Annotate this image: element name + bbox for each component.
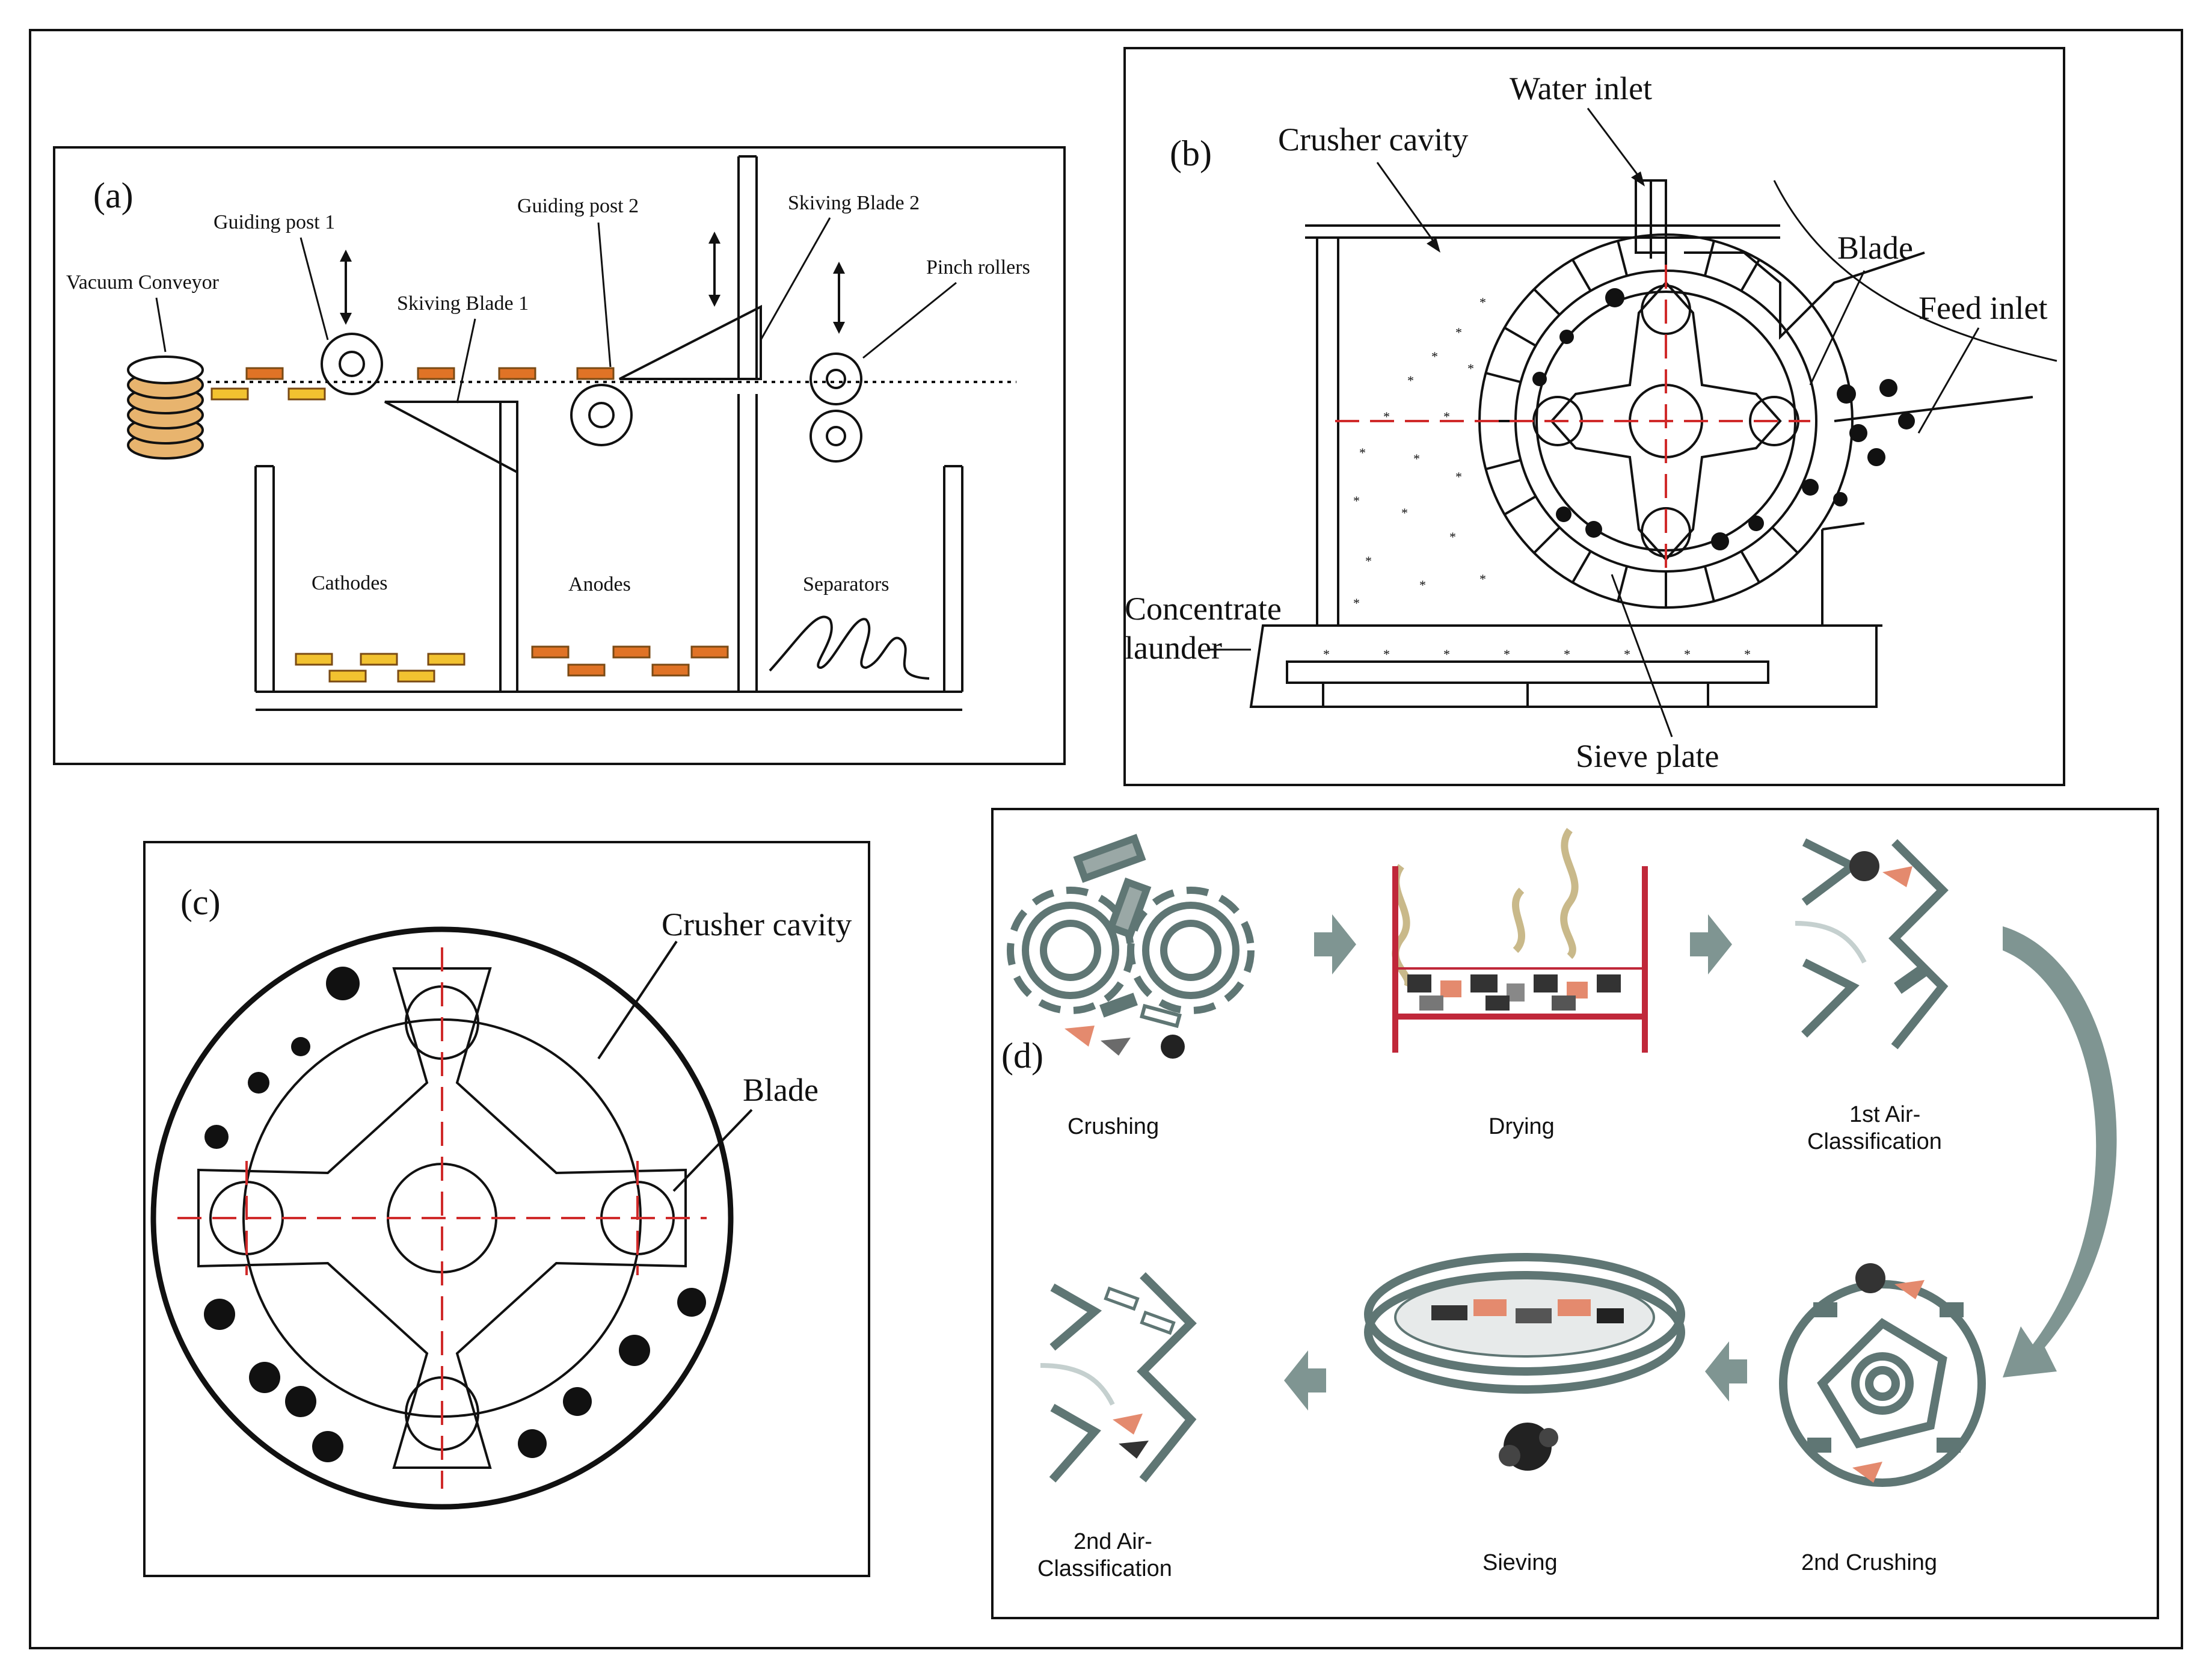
flow-arrow-icon xyxy=(1705,1341,1747,1402)
vacuum-conveyor-label: Vacuum Conveyor xyxy=(66,271,220,294)
fine-particles: * * * * * * * * * * * * * * * * * * * * * * * * * xyxy=(1323,295,1751,662)
panel-a: (a) Vacuum Conveyor Guiding post 1 S xyxy=(53,146,1066,765)
air-classifier-1-icon xyxy=(1795,838,1949,1050)
concentrate-launder-label-1: Concentrate xyxy=(1125,591,1282,627)
panel-c: (c) Crusher cavity Blade xyxy=(143,841,870,1577)
cathodes-label: Cathodes xyxy=(312,572,388,594)
crushing-label: Crushing xyxy=(1068,1114,1159,1139)
svg-text:*: * xyxy=(1455,469,1462,484)
rotor-blade-icon xyxy=(1335,265,1810,577)
drying-icon xyxy=(1392,828,1648,1053)
drying-label: Drying xyxy=(1488,1114,1555,1139)
skiving-blade-1-label: Skiving Blade 1 xyxy=(397,292,529,315)
cathode-strip xyxy=(210,387,249,401)
vacuum-conveyor-icon xyxy=(127,355,204,460)
feed-inlet-label: Feed inlet xyxy=(1919,290,2047,326)
air1-label-1: 1st Air- xyxy=(1849,1102,1920,1127)
panel-b: (b) Water inlet Crusher cavity Blade Fee… xyxy=(1123,47,2065,786)
flow-arrow-icon xyxy=(1690,914,1732,974)
svg-text:*: * xyxy=(1353,493,1360,508)
svg-text:*: * xyxy=(1479,571,1486,586)
air1-label-2: Classification xyxy=(1807,1129,1942,1154)
air2-label-1: 2nd Air- xyxy=(1074,1529,1152,1554)
svg-text:*: * xyxy=(1323,647,1330,662)
crusher-outer-wall xyxy=(150,926,734,1510)
svg-text:*: * xyxy=(1449,529,1456,544)
second-crushing-icon xyxy=(1779,1263,1986,1487)
svg-text:*: * xyxy=(1401,505,1408,520)
guiding-post-2-label: Guiding post 2 xyxy=(517,195,639,217)
svg-text:*: * xyxy=(1383,647,1390,662)
panel-c-label: (c) xyxy=(180,882,221,922)
crusher-particles xyxy=(204,967,706,1462)
svg-text:*: * xyxy=(1407,373,1414,388)
separator-squiggle-icon xyxy=(769,615,930,680)
cathode-strip xyxy=(287,387,326,401)
anode-strip xyxy=(245,367,284,380)
svg-text:*: * xyxy=(1359,445,1366,460)
svg-text:*: * xyxy=(1455,325,1462,340)
svg-text:*: * xyxy=(1564,647,1570,662)
rotor-blade-icon xyxy=(177,947,707,1489)
crusher-cavity-label: Crusher cavity xyxy=(1278,122,1468,158)
panel-d-label: (d) xyxy=(1001,1036,1043,1075)
flow-arrow-icon xyxy=(1284,1350,1326,1411)
svg-text:*: * xyxy=(1479,295,1486,310)
panel-b-label: (b) xyxy=(1170,134,1212,173)
svg-text:*: * xyxy=(1419,577,1426,592)
outer-frame xyxy=(29,29,2183,1649)
crusher-housing xyxy=(1249,179,2057,708)
svg-text:*: * xyxy=(1443,409,1450,424)
svg-text:*: * xyxy=(1744,647,1751,662)
anode-strip xyxy=(498,367,536,380)
pinch-roller-bottom-icon xyxy=(810,410,862,463)
svg-text:*: * xyxy=(1365,553,1372,568)
panel-a-label: (a) xyxy=(93,176,134,215)
skiving-blade-2-icon xyxy=(619,304,762,380)
flow-arrow-icon xyxy=(1314,914,1356,974)
anode-pile xyxy=(531,645,729,677)
cathode-pile xyxy=(295,653,465,683)
svg-text:*: * xyxy=(1413,451,1420,466)
pinch-rollers-label: Pinch rollers xyxy=(926,256,1030,278)
crusher-cavity-label-c: Crusher cavity xyxy=(662,906,852,943)
guiding-post-1-label: Guiding post 1 xyxy=(214,211,335,233)
crushing-fragments xyxy=(1065,992,1185,1059)
guiding-post-1-icon xyxy=(321,333,383,395)
sieving-icon xyxy=(1364,1253,1685,1471)
guiding-post-2-icon xyxy=(570,384,633,446)
sieve-plate-label: Sieve plate xyxy=(1576,738,1719,774)
svg-text:*: * xyxy=(1624,647,1630,662)
svg-text:*: * xyxy=(1383,409,1390,424)
skiving-blade-2-label: Skiving Blade 2 xyxy=(788,192,920,214)
svg-text:*: * xyxy=(1443,647,1450,662)
svg-text:*: * xyxy=(1684,647,1691,662)
svg-text:*: * xyxy=(1353,595,1360,611)
panel-d: (d) Crushing xyxy=(991,808,2159,1619)
anodes-label: Anodes xyxy=(568,573,631,595)
return-flow-arrow-icon xyxy=(2003,926,2117,1377)
concentrate-launder-label-2: launder xyxy=(1125,630,1222,666)
sieving-label: Sieving xyxy=(1482,1550,1558,1575)
pinch-roller-top-icon xyxy=(810,352,862,405)
anode-strip xyxy=(417,367,455,380)
separators-label: Separators xyxy=(803,573,889,595)
feed-particles xyxy=(1532,288,1915,550)
crushing-gears-icon xyxy=(1007,834,1255,1014)
air-classifier-2-icon xyxy=(1040,1272,1197,1483)
svg-text:*: * xyxy=(1504,647,1510,662)
svg-text:*: * xyxy=(1467,361,1474,376)
water-inlet-label: Water inlet xyxy=(1510,70,1652,106)
blade-label-c: Blade xyxy=(743,1072,819,1108)
svg-text:*: * xyxy=(1431,349,1438,364)
air2-label-2: Classification xyxy=(1037,1556,1172,1581)
crushing2-label: 2nd Crushing xyxy=(1801,1550,1937,1575)
anode-strip xyxy=(576,367,615,380)
